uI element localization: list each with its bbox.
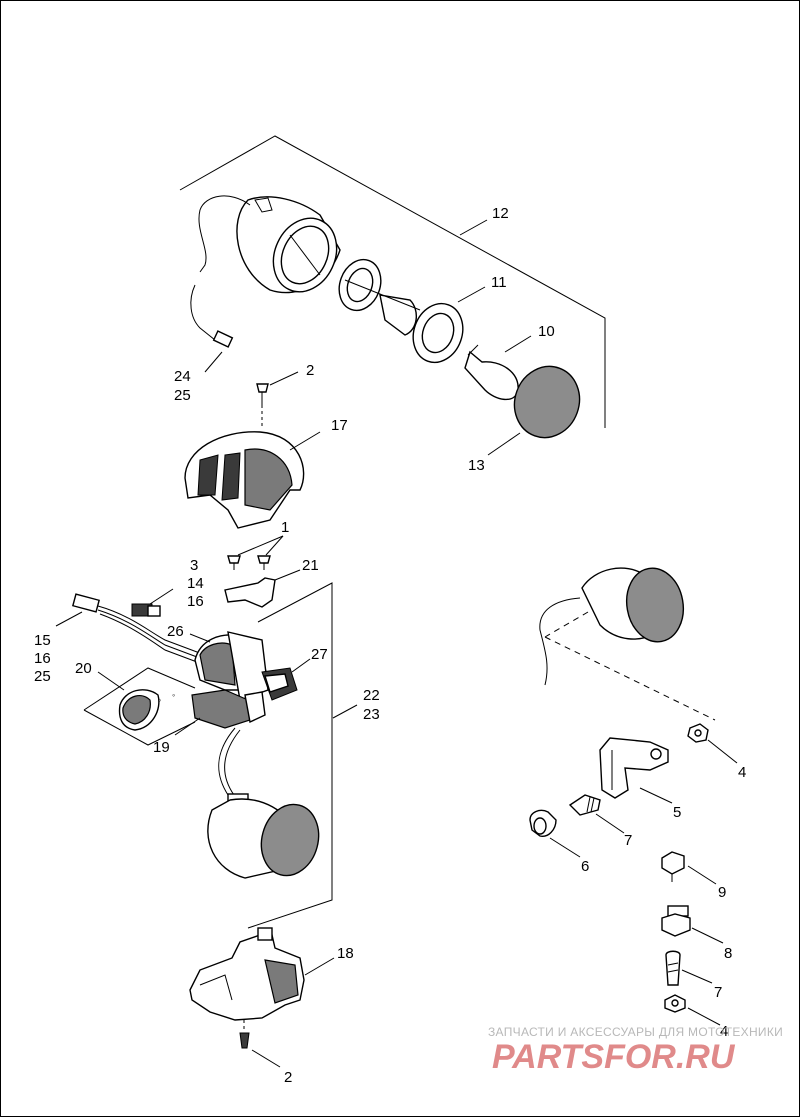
group-bracket-12: [179, 135, 606, 428]
callout-7-lower: 7: [714, 984, 722, 1001]
callout-1: 1: [281, 519, 289, 536]
svg-text:◦: ◦: [158, 695, 161, 705]
callout-20: 20: [75, 660, 92, 677]
switch-housing-cover-17: [184, 431, 305, 529]
screw-2-top: [256, 383, 269, 428]
lamp-right: [539, 567, 716, 721]
callout-26: 26: [167, 623, 184, 640]
group-bracket-22: [247, 582, 333, 929]
wire-harness-15: [71, 593, 206, 666]
switch-27: [261, 667, 298, 701]
callout-16-a: 16: [187, 593, 204, 610]
callout-13: 13: [468, 457, 485, 474]
callout-16-b: 16: [34, 650, 51, 667]
callout-4-top: 4: [738, 764, 746, 781]
callout-11: 11: [491, 274, 507, 291]
socket-11: [338, 258, 464, 364]
callout-18: 18: [337, 945, 354, 962]
clamp-21: [224, 577, 276, 608]
stud-7-upper: [568, 794, 601, 816]
watermark-tagline: ЗАПЧАСТИ И АКСЕССУАРЫ ДЛЯ МОТОТЕХНИКИ: [488, 1025, 783, 1039]
bulb-10: [464, 344, 519, 401]
switch-26: [194, 631, 269, 701]
stud-7-lower: [665, 950, 681, 986]
callout-2-bottom: 2: [284, 1069, 292, 1086]
nut-4-bottom: [664, 994, 686, 1013]
lower-housing-18: [189, 927, 305, 1021]
callout-22: 22: [363, 687, 380, 704]
nut-6: [529, 809, 557, 837]
callout-17: 17: [331, 417, 348, 434]
callout-23: 23: [363, 706, 380, 723]
callout-15: 15: [34, 632, 51, 649]
screws-3: [227, 555, 271, 570]
callout-10: 10: [538, 323, 555, 340]
bracket-5: [599, 737, 669, 799]
watermark: ЗАПЧАСТИ И АКСЕССУАРЫ ДЛЯ МОТОТЕХНИКИ PA…: [488, 1025, 783, 1076]
callout-27: 27: [311, 646, 328, 663]
wire-connector-24: [190, 284, 234, 348]
callout-6: 6: [581, 858, 589, 875]
callout-14: 14: [187, 575, 204, 592]
callout-5: 5: [673, 804, 681, 821]
callout-21: 21: [302, 557, 319, 574]
callout-24: 24: [174, 368, 191, 385]
callout-12: 12: [492, 205, 509, 222]
callout-25-top: 25: [174, 387, 191, 404]
watermark-brand: PARTSFOR.RU: [492, 1038, 736, 1076]
nut-9: [661, 851, 685, 882]
svg-text:◦: ◦: [172, 690, 175, 700]
callout-3: 3: [190, 557, 198, 574]
callout-25-b: 25: [34, 668, 51, 685]
leader-lines: [55, 219, 738, 1068]
screw-2-bottom: [239, 1020, 250, 1049]
connector-14: [131, 603, 161, 617]
button-20: ◦ ◦: [83, 667, 196, 746]
callout-labels: 12 11 10 13 24 25 2 17 1 3 21 14 16 15 1…: [34, 205, 746, 1086]
lamp-housing-12: [198, 195, 341, 294]
callout-8: 8: [724, 945, 732, 962]
nut-4-top: [687, 723, 709, 743]
callout-4-bottom: 4: [720, 1023, 728, 1040]
switch-19: [191, 689, 266, 729]
nut-8: [661, 905, 691, 937]
callout-19: 19: [153, 739, 170, 756]
lens-13: [513, 365, 581, 439]
callout-2-top: 2: [306, 362, 314, 379]
callout-7-upper: 7: [624, 832, 632, 849]
callout-9: 9: [718, 884, 726, 901]
lamp-lower-22: [207, 727, 320, 879]
